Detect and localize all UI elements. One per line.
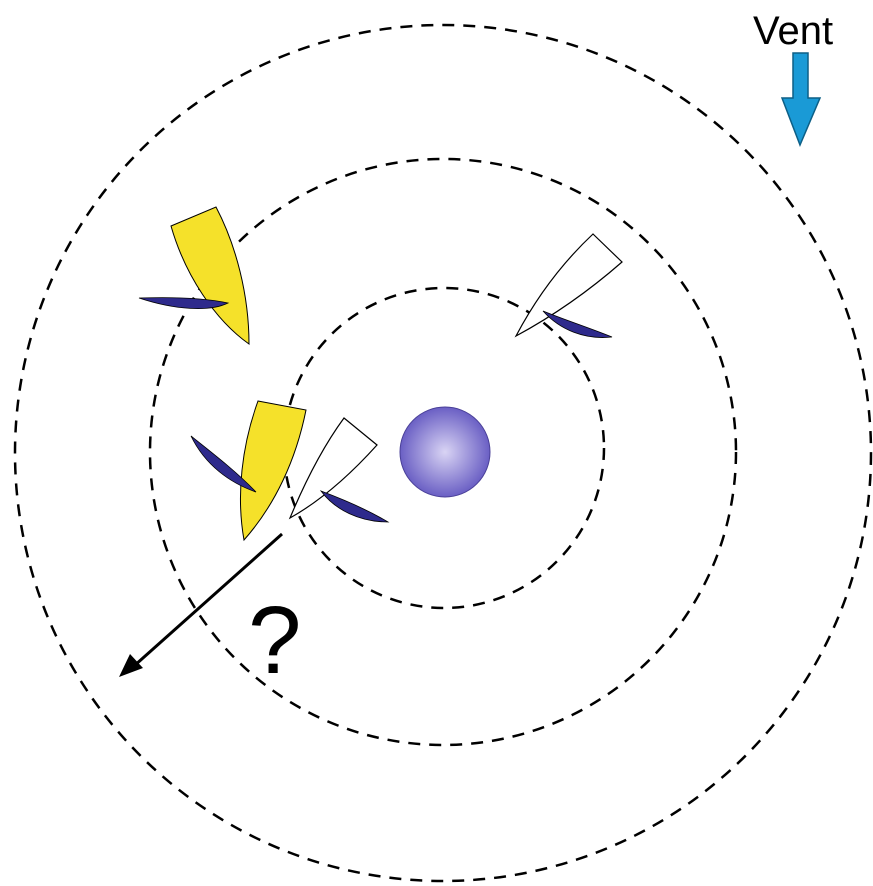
white-boat-right-hull (514, 233, 623, 338)
white-boat-near-mark-sail (319, 490, 390, 523)
wind-label: Vent (753, 9, 833, 53)
diagonal-arrow-icon (119, 532, 283, 677)
yellow-boat-lower-hull (240, 400, 307, 542)
yellow-boat-upper-hull (170, 206, 250, 345)
yellow-boat-lower (190, 400, 307, 542)
outer-zone-ring (13, 23, 873, 883)
yellow-boat-upper (138, 206, 250, 345)
white-boat-near-mark (288, 417, 390, 523)
yellow-boat-upper-sail (138, 297, 230, 309)
white-boat-near-mark-hull (288, 417, 378, 520)
down-arrow-icon (780, 52, 822, 148)
yellow-boat-lower-sail (190, 435, 257, 493)
white-boat-right (514, 233, 623, 338)
question-mark-label: ? (248, 587, 301, 694)
white-boat-right-sail (542, 310, 613, 338)
inner-zone-ring (282, 286, 606, 610)
round-buoy-mark (399, 406, 491, 498)
middle-zone-ring (148, 157, 738, 747)
